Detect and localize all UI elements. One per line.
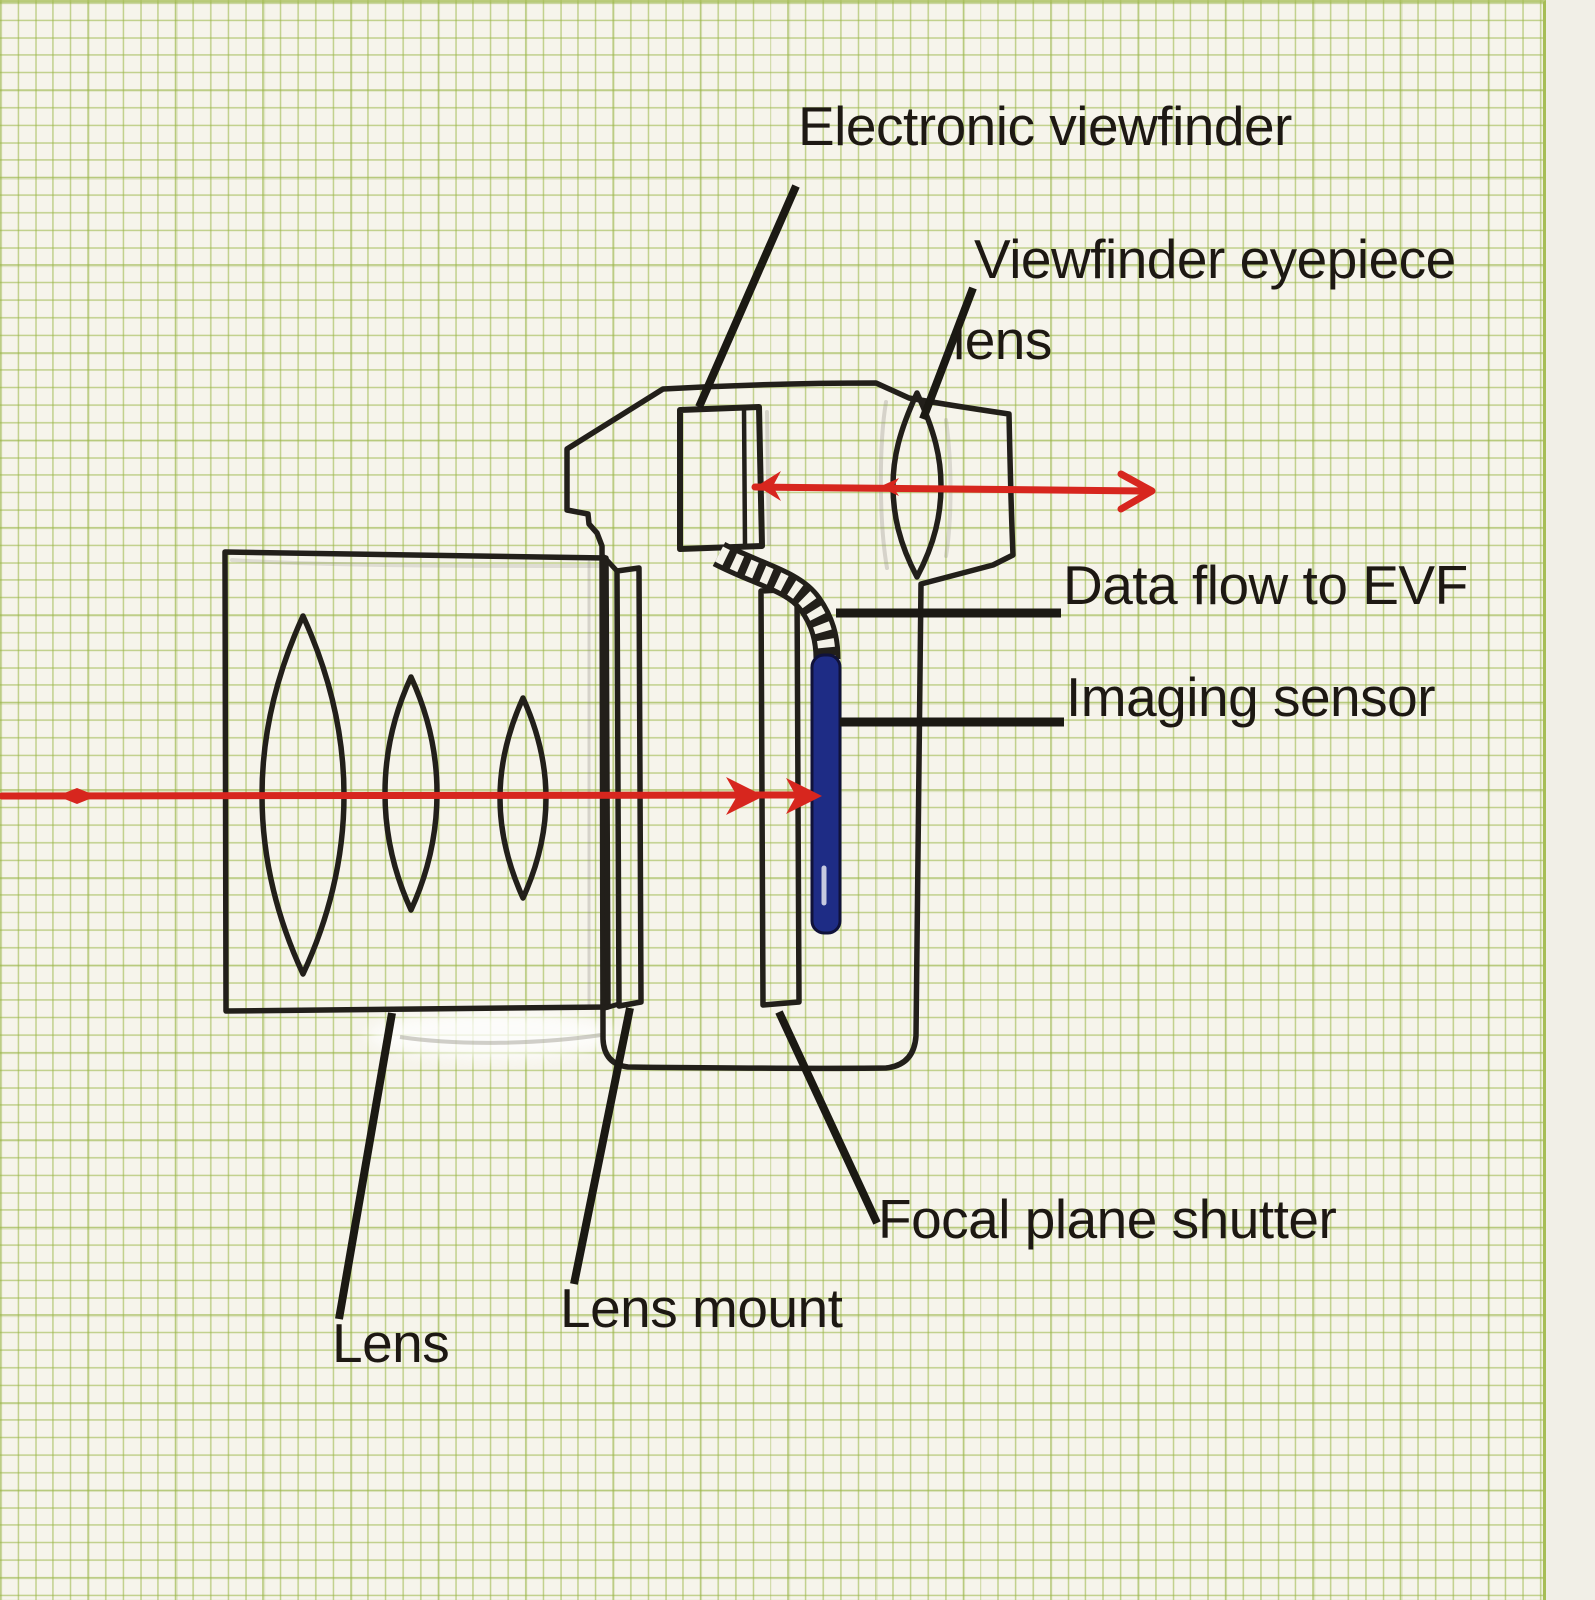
data-cable — [712, 541, 841, 660]
axis-diamond-marker — [57, 788, 97, 804]
evf-arrowhead-left — [757, 471, 781, 501]
leader-viewfinder-eyepiece-lens — [919, 286, 977, 421]
pencil-shading — [230, 400, 953, 1007]
leader-electronic-viewfinder — [695, 184, 800, 409]
evf-light-path-arrow — [751, 470, 1156, 513]
lens-element-2 — [382, 674, 440, 913]
evf-box — [677, 404, 765, 552]
lens-barrel — [222, 549, 611, 1014]
axis-arrowhead-1 — [726, 777, 764, 815]
lens-mount-bottom-tick — [602, 1001, 622, 1011]
label-viewfinder-eyepiece-lens: Viewfinder eyepiece lens — [953, 232, 1456, 368]
lens-mount-chamfer — [601, 554, 620, 574]
eraser-smudge — [367, 1011, 617, 1059]
label-electronic-viewfinder: Electronic viewfinder — [798, 95, 1292, 157]
label-viewfinder-eyepiece-line1: Viewfinder eyepiece — [974, 228, 1456, 290]
leader-lens-mount — [570, 1007, 634, 1285]
leader-lens — [335, 1012, 396, 1320]
label-data-flow-to-evf: Data flow to EVF — [1063, 554, 1468, 616]
paper-edge-margin — [1549, 0, 1595, 1600]
optical-axis-arrow — [0, 777, 822, 815]
evf-arrowhead-mid — [879, 478, 899, 496]
lens-element-1 — [259, 613, 347, 977]
evf-arrowhead-right — [1117, 470, 1156, 513]
evf-box-inner-line — [741, 405, 748, 549]
label-viewfinder-eyepiece-line2: lens — [953, 309, 1052, 371]
eyepiece-lens-shape — [890, 390, 944, 580]
lens-element-3 — [497, 695, 549, 901]
graph-paper — [0, 0, 1546, 1600]
label-focal-plane-shutter: Focal plane shutter — [878, 1188, 1337, 1250]
axis-arrowhead-2 — [786, 778, 822, 814]
label-lens-mount: Lens mount — [560, 1277, 843, 1339]
leader-focal-plane-shutter — [775, 1010, 881, 1225]
lens-mount-plate — [614, 565, 644, 1009]
label-lens: Lens — [332, 1312, 450, 1374]
label-imaging-sensor: Imaging sensor — [1066, 666, 1436, 728]
